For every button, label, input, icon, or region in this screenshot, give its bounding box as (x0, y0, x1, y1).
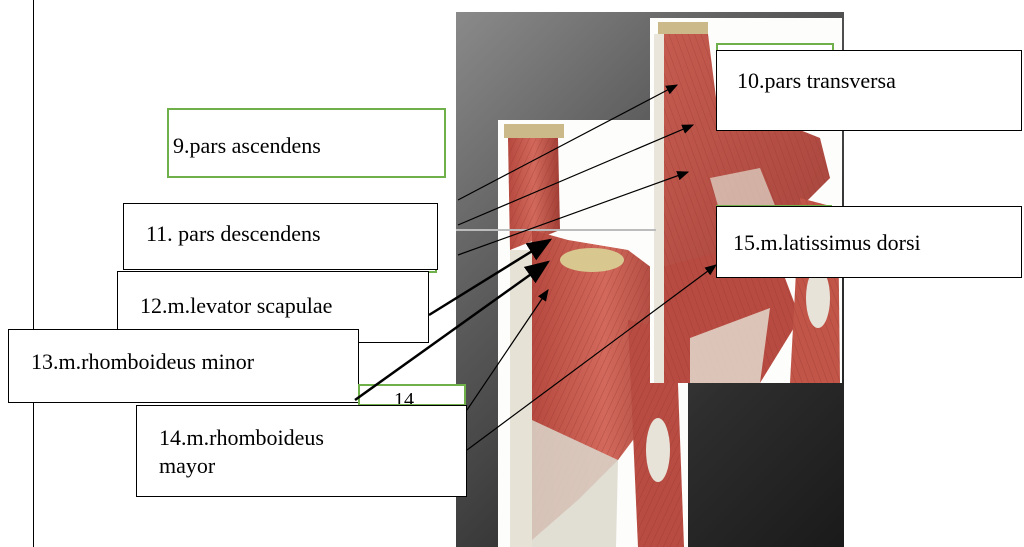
label-text: 14 (394, 389, 414, 406)
label-pars-descendens: 11. pars descendens (123, 203, 438, 270)
label-rhomboideus-minor: 13.m.rhomboideus minor (8, 329, 359, 403)
label-fragment-14: 14 (358, 384, 466, 406)
label-text-line1: 14.m.rhomboideus (159, 424, 466, 452)
horizontal-divider (456, 229, 656, 231)
label-text: 10.pars transversa (737, 68, 896, 93)
label-text: 9.pars ascendens (173, 133, 321, 158)
label-text: 11. pars descendens (146, 221, 321, 246)
label-text-line2: mayor (159, 452, 466, 480)
page-margin-line (33, 0, 34, 547)
label-text: 15.m.latissimus dorsi (733, 230, 921, 255)
label-pars-ascendens: 9.pars ascendens (167, 108, 446, 178)
label-rhomboideus-mayor: 14.m.rhomboideus mayor (136, 405, 467, 497)
label-latissimus-dorsi: 15.m.latissimus dorsi (716, 206, 1022, 278)
label-text: 13.m.rhomboideus minor (31, 349, 254, 374)
label-text: 12.m.levator scapulae (140, 293, 332, 318)
label-pars-transversa: 10.pars transversa (716, 50, 1022, 131)
